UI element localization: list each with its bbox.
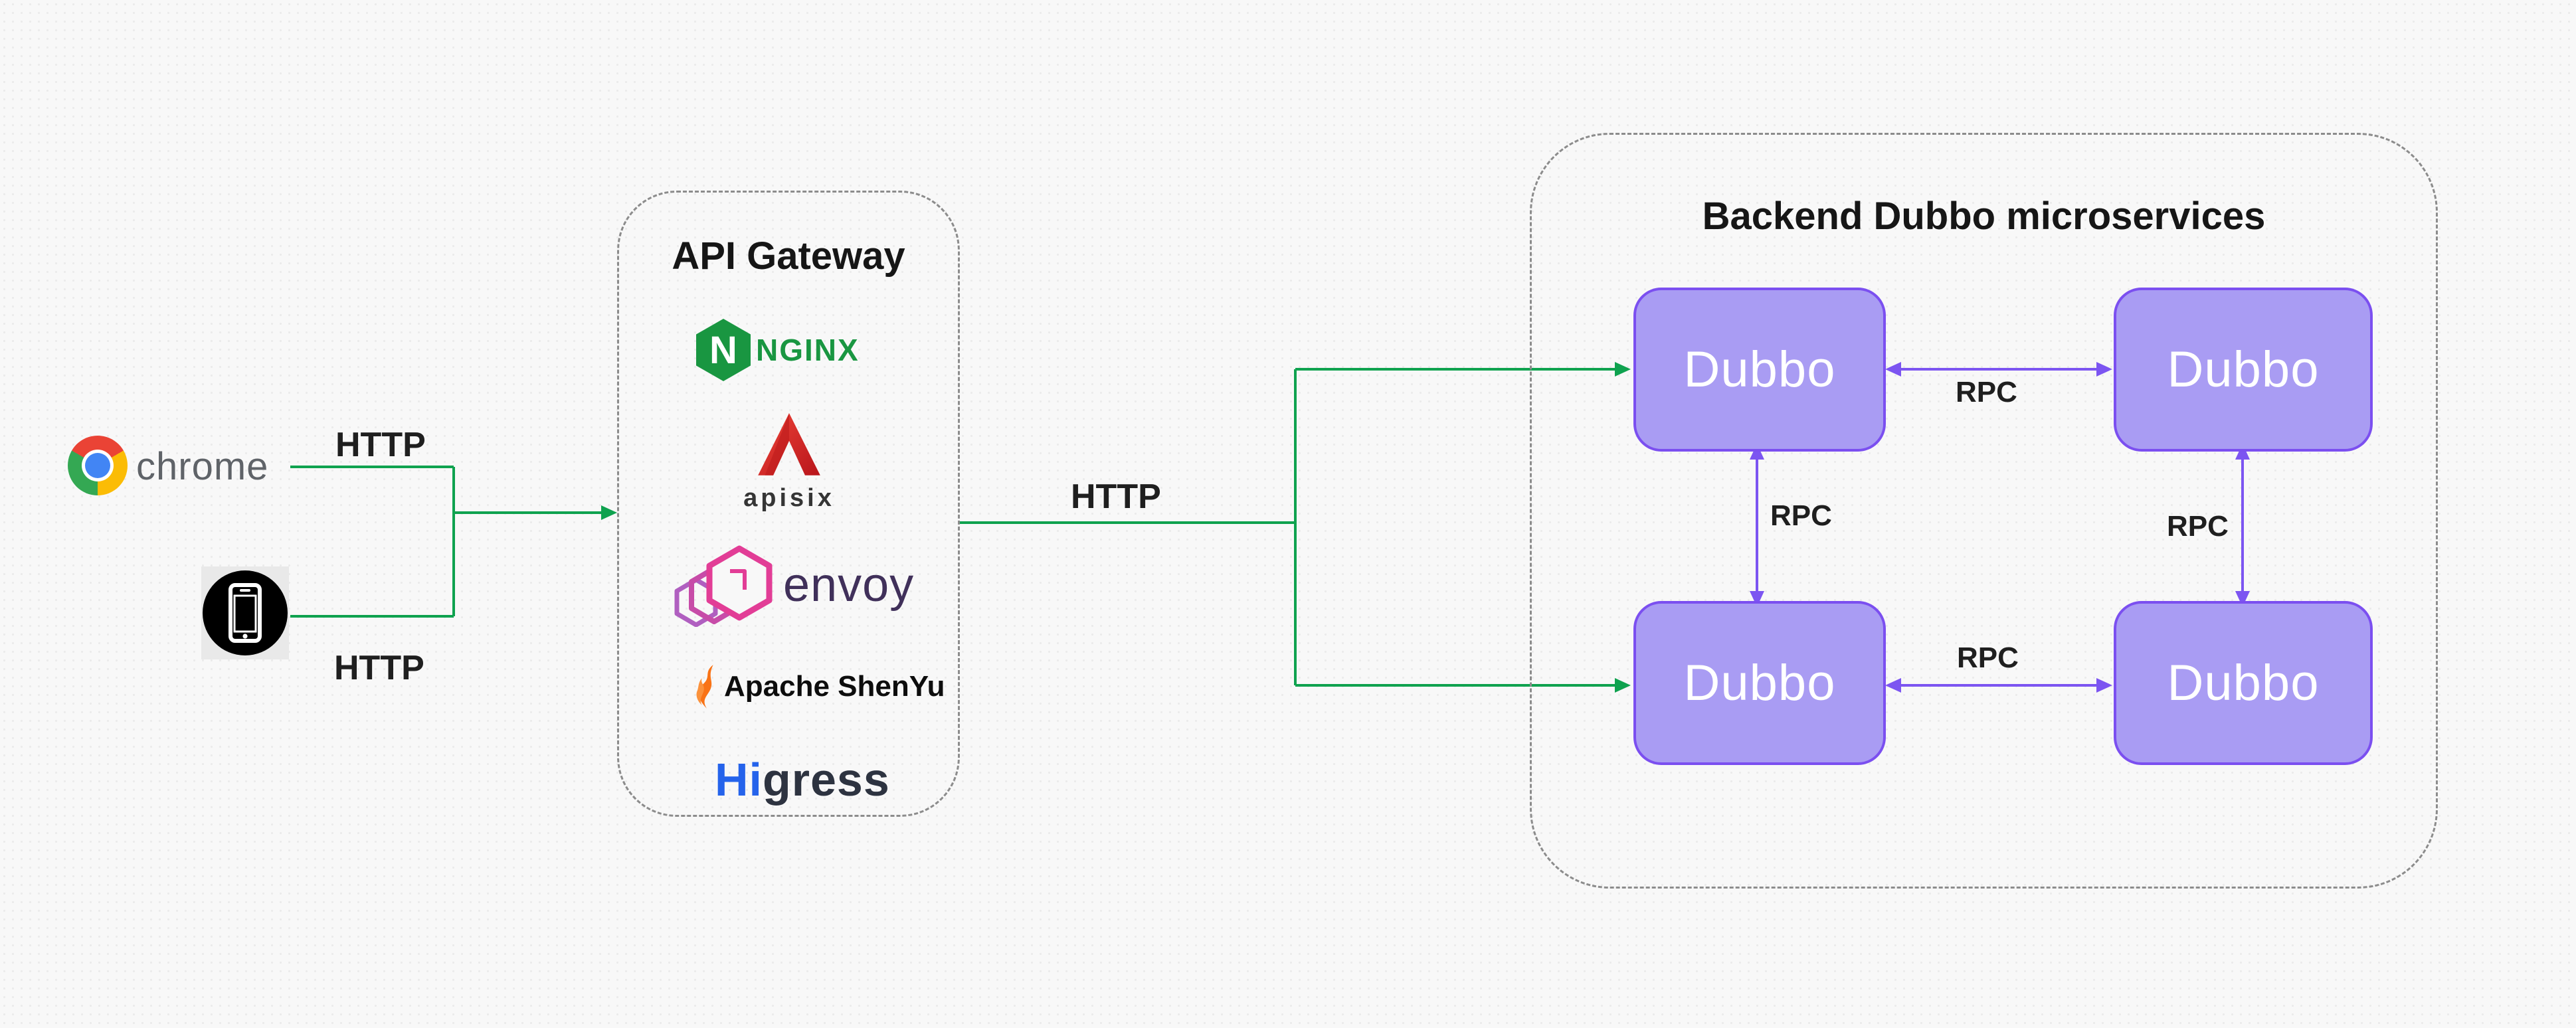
rpc-label-right: RPC — [2167, 510, 2229, 543]
envoy-wordmark: envoy — [783, 558, 915, 612]
apache-shenyu-logo: Apache ShenYu — [691, 664, 945, 709]
envoy-hexagons-icon — [674, 545, 773, 627]
shenyu-wordmark: Apache ShenYu — [724, 670, 945, 703]
arrowhead-into-gateway — [601, 505, 617, 520]
chrome-icon — [68, 436, 128, 495]
dubbo-node-bottom-right: Dubbo — [2114, 601, 2373, 765]
nginx-logo: N NGINX — [696, 319, 860, 381]
shenyu-flame-icon — [696, 665, 713, 709]
smartphone-icon — [203, 570, 288, 655]
dubbo-node-top-left: Dubbo — [1633, 288, 1886, 452]
higress-wordmark-gress: gress — [763, 754, 890, 806]
envoy-logo: envoy — [674, 543, 914, 627]
nginx-wordmark: NGINX — [756, 333, 860, 367]
chrome-client-label: chrome — [136, 445, 269, 488]
mobile-client — [201, 566, 289, 659]
http-label-bottom: HTTP — [334, 649, 424, 687]
apisix-logo: apisix — [736, 410, 842, 513]
rpc-label-left: RPC — [1770, 499, 1832, 532]
api-gateway-title: API Gateway — [672, 234, 905, 278]
chrome-icon-core — [85, 453, 110, 478]
dubbo-node-bottom-left: Dubbo — [1633, 601, 1886, 765]
dubbo-node-top-right: Dubbo — [2114, 288, 2373, 452]
rpc-label-top: RPC — [1956, 376, 2017, 408]
higress-wordmark-hi: Hi — [715, 754, 763, 806]
nginx-hexagon-icon: N — [696, 319, 751, 381]
backend-microservices-box — [1530, 133, 2438, 889]
apisix-wordmark: apisix — [743, 484, 835, 512]
apisix-triangle-icon — [758, 413, 820, 475]
backend-title: Backend Dubbo microservices — [1702, 195, 2266, 238]
http-label-top: HTTP — [335, 426, 426, 464]
rpc-label-bottom: RPC — [1957, 642, 2019, 674]
api-gateway-box — [617, 191, 960, 817]
http-label-middle: HTTP — [1071, 477, 1161, 516]
nginx-hexagon-letter: N — [709, 328, 737, 372]
